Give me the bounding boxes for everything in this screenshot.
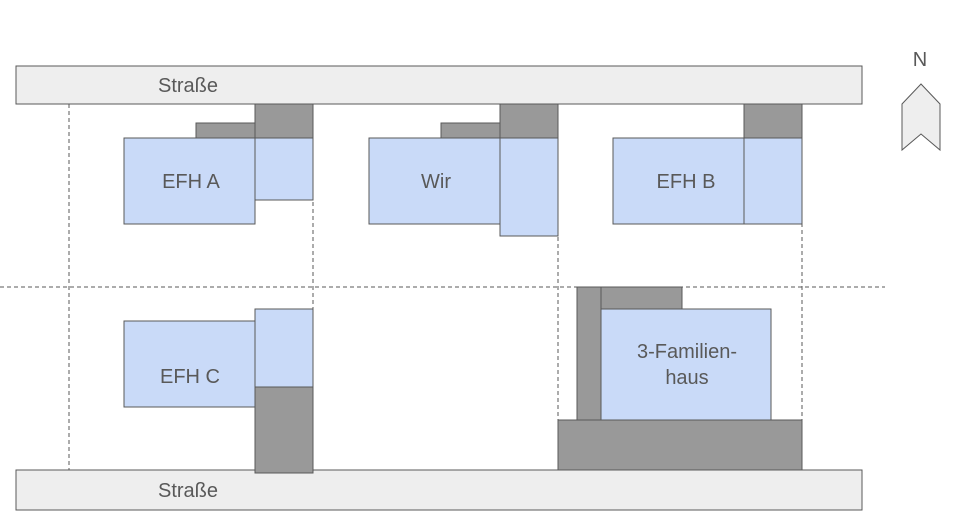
three-family-label-line1: 3-Familien- [637, 341, 737, 363]
three-family-carport [600, 286, 683, 310]
efh-c-annex [254, 308, 314, 388]
efh-b-garage [743, 103, 803, 139]
three-family-label-line2: haus [665, 367, 708, 389]
road-bottom-label: Straße [158, 480, 218, 502]
three-family-house [600, 308, 772, 421]
efh-b-house [612, 137, 745, 225]
efh-b-label: EFH B [657, 171, 716, 193]
efh-c-garage [254, 386, 314, 474]
wir-label: Wir [421, 171, 451, 193]
wir-annex [499, 137, 559, 237]
north-arrow-icon [901, 83, 941, 152]
road-top-label: Straße [158, 75, 218, 97]
efh-a-annex [254, 137, 314, 201]
efh-a-carport [195, 122, 256, 139]
road-bottom [15, 469, 863, 511]
road-top [15, 65, 863, 105]
efh-a-garage [254, 103, 314, 139]
three-family-side-building [576, 286, 602, 421]
efh-b-annex [743, 137, 803, 225]
wir-carport [440, 122, 501, 139]
wir-garage [499, 103, 559, 139]
three-family-garage-row [557, 419, 803, 471]
efh-a-house [123, 137, 256, 225]
efh-a-label: EFH A [162, 171, 220, 193]
efh-c-label: EFH C [160, 366, 220, 388]
efh-c-house [123, 320, 256, 408]
compass-label: N [913, 49, 927, 71]
